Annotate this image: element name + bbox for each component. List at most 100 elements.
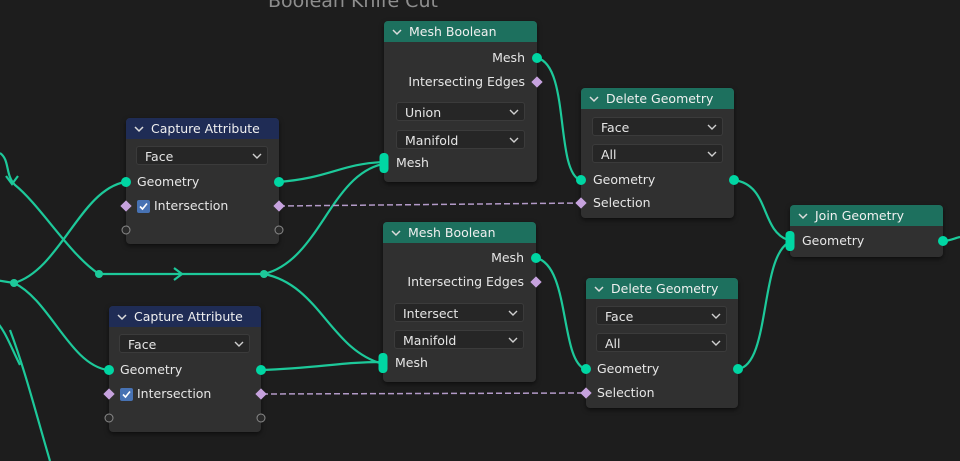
intersection-checkbox[interactable] bbox=[137, 200, 150, 213]
delete-bottom-geometry-out-socket[interactable] bbox=[733, 364, 743, 374]
mesh-input-label: Mesh bbox=[395, 355, 428, 370]
dropdown-value: Face bbox=[145, 149, 174, 164]
node-header[interactable]: Mesh Boolean bbox=[384, 21, 537, 42]
domain-dropdown[interactable]: Face bbox=[119, 334, 250, 353]
node-join-geometry[interactable]: Join Geometry Geometry bbox=[790, 205, 943, 257]
node-capture-attribute-bottom[interactable]: Capture Attribute Face Geometry Intersec… bbox=[109, 306, 261, 432]
boolean-bottom-mesh-in-socket[interactable] bbox=[378, 353, 388, 373]
capture-bottom-geometry-out-socket[interactable] bbox=[256, 365, 266, 375]
intersecting-edges-output-label: Intersecting Edges bbox=[408, 74, 525, 89]
mode-dropdown[interactable]: All bbox=[596, 333, 727, 352]
dropdown-value: Face bbox=[128, 337, 157, 352]
mesh-output-label: Mesh bbox=[492, 50, 525, 65]
boolean-top-mesh-in-socket[interactable] bbox=[379, 153, 389, 173]
solver-dropdown[interactable]: Manifold bbox=[396, 130, 525, 149]
link-input-bottom-b bbox=[8, 329, 52, 461]
geometry-input-label: Geometry bbox=[802, 233, 865, 248]
dropdown-value: Manifold bbox=[405, 133, 459, 148]
node-delete-geometry-top[interactable]: Delete Geometry Face All Geometry Select… bbox=[581, 88, 734, 218]
chevron-down-icon[interactable] bbox=[116, 311, 128, 323]
delete-top-geometry-out-socket[interactable] bbox=[729, 175, 739, 185]
node-header[interactable]: Join Geometry bbox=[790, 205, 943, 226]
chevron-down-icon bbox=[707, 122, 717, 132]
capture-top-geometry-in-socket[interactable] bbox=[121, 177, 131, 187]
selection-input-label: Selection bbox=[593, 195, 651, 210]
node-delete-geometry-bottom[interactable]: Delete Geometry Face All Geometry Select… bbox=[586, 278, 738, 408]
domain-dropdown[interactable]: Face bbox=[596, 306, 727, 325]
node-header[interactable]: Capture Attribute bbox=[109, 306, 261, 327]
link-reroute-to-boolean-bottom bbox=[263, 272, 384, 366]
reroute-dot-1 bbox=[10, 279, 18, 287]
chevron-down-icon bbox=[508, 308, 518, 318]
boolean-bottom-mesh-out-socket[interactable] bbox=[531, 253, 541, 263]
node-header[interactable]: Delete Geometry bbox=[586, 278, 738, 299]
link-boolean-bottom-to-delete bbox=[535, 256, 586, 371]
join-geometry-in-socket[interactable] bbox=[785, 231, 795, 251]
link-capture-top-to-selection bbox=[278, 202, 582, 207]
solver-dropdown[interactable]: Manifold bbox=[394, 330, 524, 349]
chevron-down-icon[interactable] bbox=[390, 227, 402, 239]
reroute-arrow bbox=[173, 267, 184, 281]
delete-bottom-geometry-in-socket[interactable] bbox=[581, 364, 591, 374]
input-arrow bbox=[5, 175, 19, 186]
node-mesh-boolean-bottom[interactable]: Mesh Boolean Mesh Intersecting Edges Int… bbox=[383, 222, 536, 382]
link-trunk-to-capture-bottom bbox=[13, 282, 109, 372]
chevron-down-icon bbox=[509, 135, 519, 145]
mesh-input-label: Mesh bbox=[396, 155, 429, 170]
node-header[interactable]: Mesh Boolean bbox=[383, 222, 536, 243]
domain-dropdown[interactable]: Face bbox=[136, 146, 268, 165]
node-mesh-boolean-top[interactable]: Mesh Boolean Mesh Intersecting Edges Uni… bbox=[384, 21, 537, 182]
link-capture-top-to-boolean bbox=[277, 160, 384, 184]
chevron-down-icon bbox=[252, 151, 262, 161]
chevron-down-icon bbox=[711, 311, 721, 321]
dropdown-value: Union bbox=[405, 105, 442, 120]
link-capture-bottom-to-boolean bbox=[260, 360, 384, 372]
node-title: Mesh Boolean bbox=[408, 225, 496, 240]
capture-top-geometry-out-socket[interactable] bbox=[274, 177, 284, 187]
boolean-top-mesh-out-socket[interactable] bbox=[532, 53, 542, 63]
attribute-label: Intersection bbox=[137, 386, 212, 401]
frame-title: Boolean Knife Cut bbox=[268, 0, 438, 12]
chevron-down-icon[interactable] bbox=[797, 210, 809, 222]
chevron-down-icon[interactable] bbox=[391, 26, 403, 38]
node-capture-attribute-top[interactable]: Capture Attribute Face Geometry Intersec… bbox=[126, 118, 279, 244]
join-geometry-out-socket[interactable] bbox=[938, 236, 948, 246]
operation-dropdown[interactable]: Intersect bbox=[394, 303, 524, 322]
chevron-down-icon[interactable] bbox=[593, 283, 605, 295]
geometry-input-label: Geometry bbox=[593, 172, 656, 187]
capture-bottom-extend-in-socket[interactable] bbox=[104, 413, 114, 423]
chevron-down-icon bbox=[234, 339, 244, 349]
chevron-down-icon bbox=[508, 335, 518, 345]
chevron-down-icon[interactable] bbox=[133, 123, 145, 135]
geometry-input-label: Geometry bbox=[597, 361, 660, 376]
capture-top-extend-out-socket[interactable] bbox=[274, 225, 284, 235]
selection-input-label: Selection bbox=[597, 385, 655, 400]
attribute-label: Intersection bbox=[154, 198, 229, 213]
node-header[interactable]: Capture Attribute bbox=[126, 118, 279, 139]
link-delete-bottom-to-join bbox=[737, 242, 789, 371]
chevron-down-icon bbox=[711, 338, 721, 348]
link-trunk-to-capture-top bbox=[13, 180, 126, 285]
intersection-checkbox[interactable] bbox=[120, 388, 133, 401]
capture-bottom-geometry-in-socket[interactable] bbox=[104, 365, 114, 375]
node-header[interactable]: Delete Geometry bbox=[581, 88, 734, 109]
dropdown-value: All bbox=[601, 147, 617, 162]
mode-dropdown[interactable]: All bbox=[592, 144, 723, 163]
node-title: Delete Geometry bbox=[606, 91, 714, 106]
operation-dropdown[interactable]: Union bbox=[396, 102, 525, 121]
link-reroute-to-boolean-top bbox=[263, 162, 384, 276]
link-input-bottom-a bbox=[0, 324, 21, 366]
node-title: Delete Geometry bbox=[611, 281, 719, 296]
link-input-top bbox=[0, 152, 100, 275]
link-delete-top-to-join bbox=[733, 178, 789, 242]
geometry-input-label: Geometry bbox=[120, 362, 183, 377]
capture-top-extend-in-socket[interactable] bbox=[121, 225, 131, 235]
delete-top-geometry-in-socket[interactable] bbox=[576, 175, 586, 185]
domain-dropdown[interactable]: Face bbox=[592, 117, 723, 136]
dropdown-value: All bbox=[605, 336, 621, 351]
chevron-down-icon[interactable] bbox=[588, 93, 600, 105]
dropdown-value: Face bbox=[601, 120, 630, 135]
capture-bottom-extend-out-socket[interactable] bbox=[256, 413, 266, 423]
geometry-input-label: Geometry bbox=[137, 174, 200, 189]
node-title: Mesh Boolean bbox=[409, 24, 497, 39]
